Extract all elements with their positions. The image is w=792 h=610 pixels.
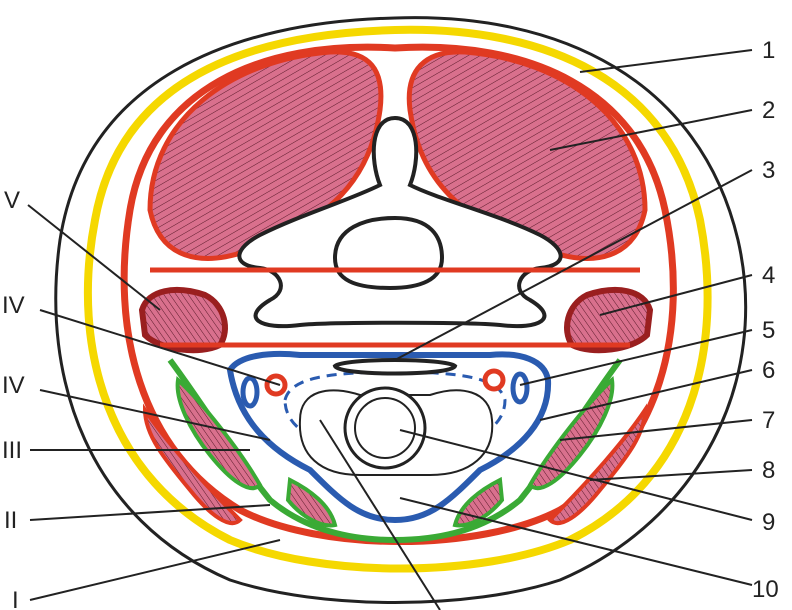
label-left-III: III bbox=[2, 437, 22, 464]
label-right-10: 10 bbox=[752, 576, 779, 603]
label-right-5: 5 bbox=[762, 317, 775, 344]
right-jugular bbox=[510, 371, 530, 405]
left-strap-muscle bbox=[175, 375, 263, 491]
trachea-inner bbox=[354, 397, 416, 459]
label-left-IV-lower: IV bbox=[2, 372, 25, 399]
label-right-3: 3 bbox=[762, 157, 775, 184]
superficial-fascia bbox=[83, 25, 712, 573]
label-right-4: 4 bbox=[762, 262, 775, 289]
left-small-muscle bbox=[138, 287, 228, 354]
label-right-9: 9 bbox=[762, 509, 775, 536]
label-right-6: 6 bbox=[762, 357, 775, 384]
label-left-IV-upper: IV bbox=[2, 292, 25, 319]
left-sternohyoid bbox=[285, 476, 338, 528]
label-right-1: 1 bbox=[762, 37, 775, 64]
vertebral-body-hole bbox=[332, 215, 445, 291]
label-right-7: 7 bbox=[762, 407, 775, 434]
pretracheal-fascia-inner bbox=[283, 370, 507, 457]
leader-lines-right bbox=[394, 49, 753, 586]
label-right-2: 2 bbox=[762, 97, 775, 124]
left-jugular bbox=[240, 375, 260, 409]
right-scm bbox=[547, 403, 648, 526]
pretracheal-fascia bbox=[226, 350, 552, 524]
label-right-8: 8 bbox=[762, 457, 775, 484]
investing-fascia-band bbox=[150, 267, 640, 348]
left-carotid bbox=[264, 373, 288, 397]
label-left-II: II bbox=[4, 507, 17, 534]
label-left-I: I bbox=[12, 587, 19, 610]
right-carotid bbox=[482, 368, 506, 392]
esophagus bbox=[332, 358, 458, 376]
label-left-V: V bbox=[4, 187, 20, 214]
right-small-muscle bbox=[564, 287, 654, 354]
leader-lines-left bbox=[27, 204, 441, 610]
